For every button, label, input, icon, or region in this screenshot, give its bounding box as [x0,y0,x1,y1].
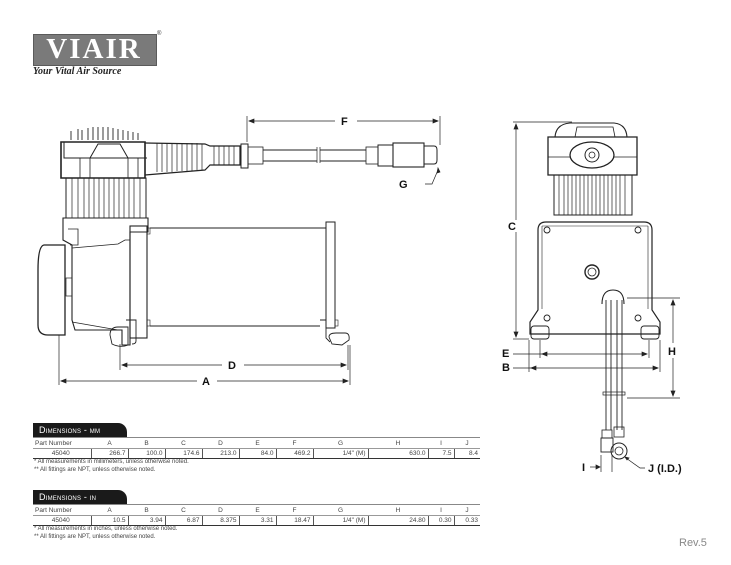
side-view [37,127,438,347]
header-part-number: Part Number [33,438,91,449]
side-dimensions [58,116,441,385]
dim-label-b: B [502,362,510,374]
cell-h: 24.80 [368,515,429,526]
logo-box [33,34,157,66]
dim-label-c: C [508,221,516,233]
header-b: B [128,438,165,449]
header-d: D [202,438,239,449]
dim-label-e: E [502,348,509,360]
header-a: A [91,505,128,516]
table-header-row: Part Number A B C D E F G H I J [33,438,480,449]
header-j: J [454,438,480,449]
cell-h: 630.0 [368,448,429,459]
logo-tagline: Your Vital Air Source [33,66,122,77]
header-h: H [368,438,428,449]
header-f: F [276,438,313,449]
header-c: C [165,505,202,516]
cell-d: 8.375 [202,515,240,526]
logo-text: VIAIR [46,33,142,65]
cell-c: 6.87 [165,515,203,526]
cell-b: 3.94 [128,515,166,526]
header-a: A [91,438,128,449]
header-c: C [165,438,202,449]
note-fittings: ** All fittings are NPT, unless otherwis… [34,533,156,540]
dim-label-g: G [399,179,408,191]
viair-logo: VIAIR ® Your Vital Air Source [33,31,161,78]
cell-i: 7.5 [428,448,455,459]
header-part-number: Part Number [33,505,91,516]
cell-f: 18.47 [276,515,314,526]
cell-a: 10.5 [91,515,129,526]
header-j: J [454,505,480,516]
table-header-row: Part Number A B C D E F G H I J [33,505,480,516]
dim-label-d: D [228,360,236,372]
header-g: G [313,505,368,516]
cell-i: 0.30 [428,515,455,526]
dimensions-in-table: Part Number A B C D E F G H I J 45040 10… [33,505,480,526]
cell-e: 3.31 [239,515,277,526]
cell-part-number: 45040 [33,515,92,526]
dim-label-a: A [202,376,210,388]
registered-mark: ® [157,31,162,37]
note-measurements: * All measurements in inches, unless oth… [34,526,178,532]
header-i: I [428,438,454,449]
dimensions-in-section: Dimensions - in Part Number A B C D E F … [33,490,480,541]
cell-b: 100.0 [128,448,166,459]
dimensions-mm-section: Dimensions - mm Part Number A B C D E F … [33,423,480,474]
cell-c: 174.6 [165,448,203,459]
table-row: 45040 266.7 100.0 174.6 213.0 84.0 469.2… [33,448,480,459]
cell-g: 1/4" (M) [313,448,369,459]
dim-label-h: H [668,346,676,358]
divider [33,437,480,438]
cell-g: 1/4" (M) [313,515,369,526]
header-g: G [313,438,368,449]
note-measurements: * All measurements in millimeters, unles… [34,459,189,465]
dimensions-in-title: Dimensions - in [33,490,127,505]
dim-label-f: F [341,116,348,128]
front-view [529,122,661,460]
divider [33,504,480,505]
dim-label-j: J (I.D.) [648,463,682,475]
front-dimensions [513,121,680,472]
cell-e: 84.0 [239,448,277,459]
header-e: E [239,438,276,449]
dimensions-mm-table: Part Number A B C D E F G H I J 45040 26… [33,438,480,459]
cell-a: 266.7 [91,448,129,459]
revision-label: Rev.5 [679,537,707,549]
cell-j: 8.4 [454,448,480,459]
cell-d: 213.0 [202,448,240,459]
cell-j: 0.33 [454,515,480,526]
dim-label-i: I [582,462,585,474]
header-h: H [368,505,428,516]
cell-part-number: 45040 [33,448,92,459]
header-i: I [428,505,454,516]
header-d: D [202,505,239,516]
dimensions-mm-title: Dimensions - mm [33,423,127,438]
table-row: 45040 10.5 3.94 6.87 8.375 3.31 18.47 1/… [33,515,480,526]
header-b: B [128,505,165,516]
cell-f: 469.2 [276,448,314,459]
note-fittings: ** All fittings are NPT, unless otherwis… [34,466,156,473]
header-e: E [239,505,276,516]
header-f: F [276,505,313,516]
